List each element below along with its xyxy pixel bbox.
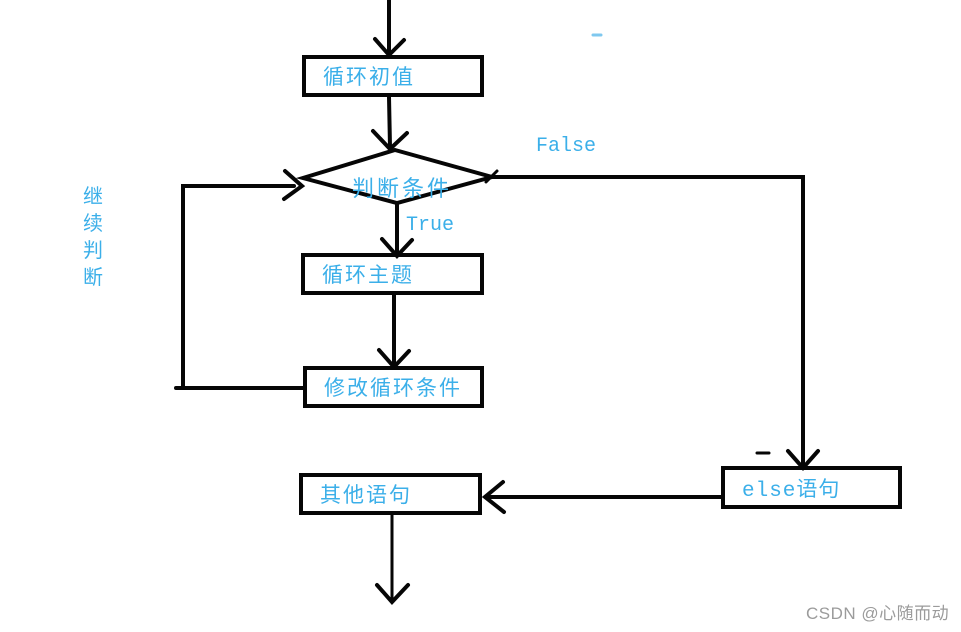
edge-loopback-line xyxy=(174,184,306,390)
edge-else-to-other-arrowhead xyxy=(481,480,506,514)
node-loop-init-label: 循环初值 xyxy=(323,65,415,89)
node-condition-label: 判断条件 xyxy=(352,176,453,201)
continue-judging-char: 继 xyxy=(83,186,103,208)
continue-judging-label: 继 续 判 断 xyxy=(79,184,107,292)
node-other-statements: 其他语句 xyxy=(299,473,482,515)
node-other-statements-label: 其他语句 xyxy=(320,483,412,507)
node-update-condition-label: 修改循环条件 xyxy=(324,376,462,400)
true-branch-label: True xyxy=(406,214,455,237)
edge-init-to-condition-line xyxy=(387,95,392,149)
node-update-condition: 修改循环条件 xyxy=(303,366,484,408)
node-loop-init: 循环初值 xyxy=(302,55,484,97)
node-else-statement: else语句 xyxy=(721,466,902,509)
edge-false-line xyxy=(490,175,805,467)
node-else-statement-label: else语句 xyxy=(742,479,841,503)
csdn-watermark: CSDN @心随而动 xyxy=(806,604,950,623)
continue-judging-char: 判 xyxy=(83,240,103,262)
edge-init-to-condition-arrowhead xyxy=(371,129,409,152)
continue-judging-char: 续 xyxy=(83,213,103,235)
edge-other-exit-arrowhead xyxy=(375,583,410,605)
continue-judging-char: 断 xyxy=(83,267,103,289)
node-loop-body: 循环主题 xyxy=(301,253,484,295)
edge-loopback-arrowhead xyxy=(282,169,306,201)
node-loop-body-label: 循环主题 xyxy=(322,263,414,287)
false-branch-label: False xyxy=(536,135,597,158)
